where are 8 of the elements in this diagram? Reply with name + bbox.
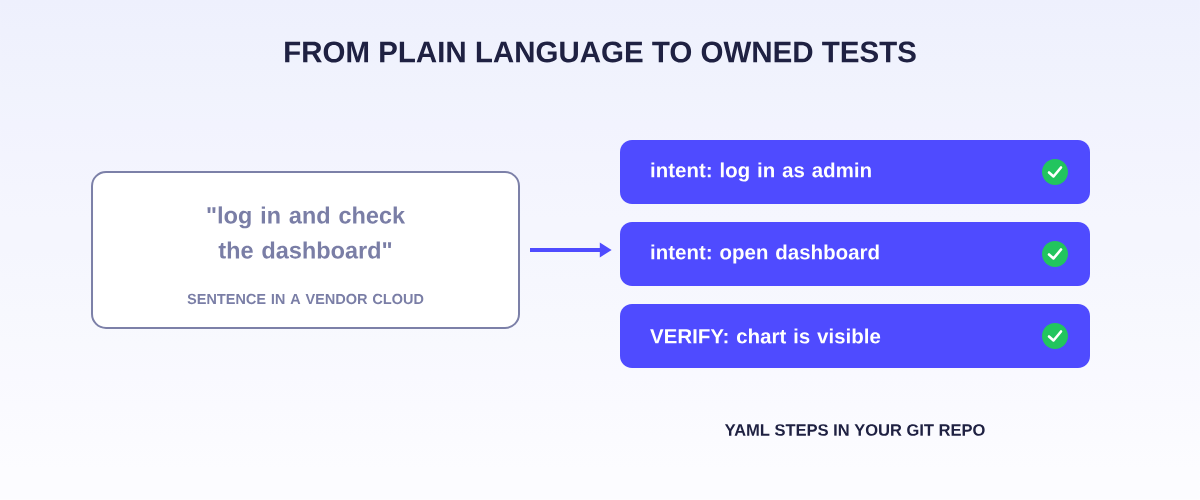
step-box: intent: open dashboard [620,222,1090,286]
title: FROM PLAIN LANGUAGE TO OWNED TESTS [285,41,916,63]
step-box: intent: log in as admin [620,140,1090,204]
group-caption: YAML STEPS IN YOUR GIT REPO [724,424,985,436]
step-box: VERIFY: chart is visible [620,304,1090,368]
sentence-card [91,171,520,329]
card-caption: SENTENCE IN A VENDOR CLOUD [187,293,424,305]
quote-text: "log in and check the dashboard" [207,206,406,259]
